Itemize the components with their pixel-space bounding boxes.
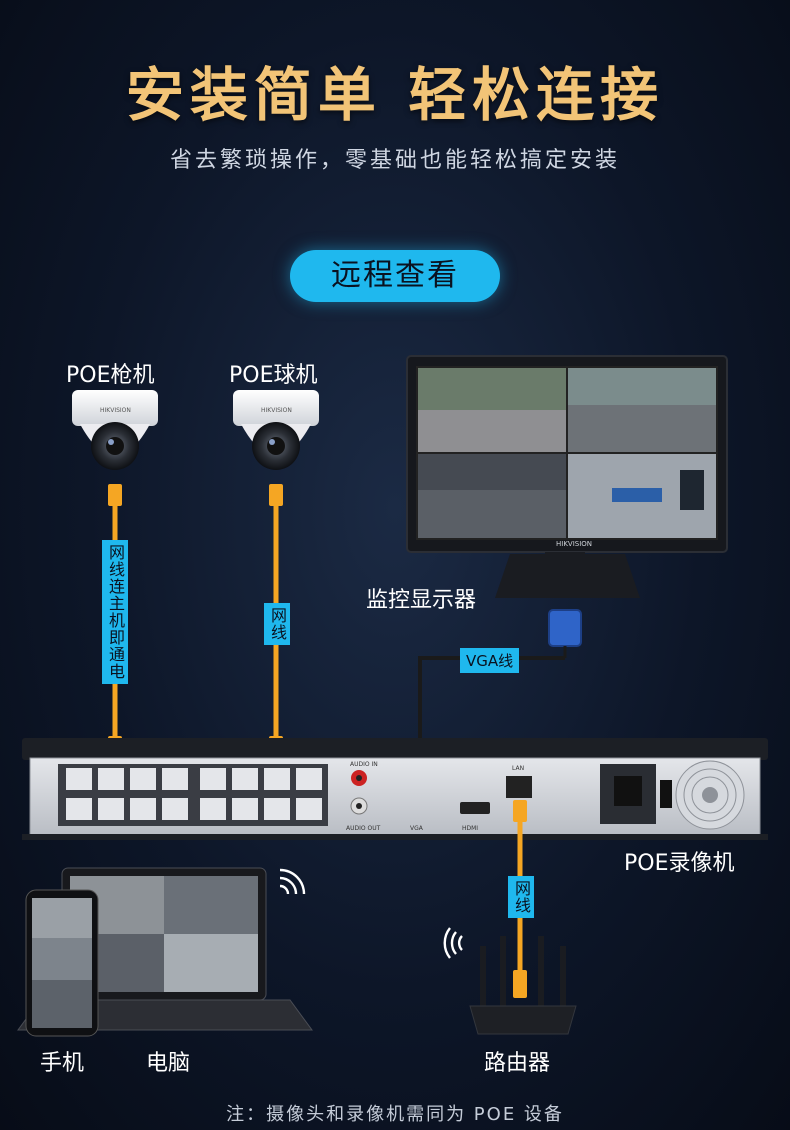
monitor-brand: HIKVISION: [556, 540, 592, 548]
router-label: 路由器: [484, 1051, 551, 1076]
hdmi-port-label: HDMI: [462, 825, 478, 832]
phone: [25, 889, 99, 1037]
svg-text:HIKVISION: HIKVISION: [261, 407, 292, 414]
bullet-cable-label: 网线连主机即通电: [102, 540, 128, 684]
audio-in-label: AUDIO IN: [350, 761, 378, 768]
camera-cables: [108, 484, 283, 758]
page-subtitle: 省去繁琐操作，零基础也能轻松搞定安装: [169, 148, 620, 173]
poe-bullet-camera: HIKVISION: [72, 390, 158, 470]
wifi-icon: [279, 868, 306, 895]
vga-port-label: VGA: [410, 825, 424, 832]
footnote: 注：摄像头和录像机需同为 POE 设备: [226, 1104, 564, 1125]
computer-label: 电脑: [146, 1051, 191, 1076]
monitor-label: 监控显示器: [366, 588, 477, 613]
page-title: 安装简单 轻松连接: [125, 61, 665, 129]
monitor: [406, 355, 728, 598]
poe-bullet-label: POE枪机: [66, 363, 155, 388]
remote-view-badge: 远程查看: [290, 250, 500, 302]
nvr-label: POE录像机: [624, 851, 735, 876]
poe-dome-camera: HIKVISION: [233, 390, 319, 470]
svg-text:HIKVISION: HIKVISION: [100, 407, 131, 414]
dome-cable-label: 网线: [264, 603, 290, 645]
phone-label: 手机: [40, 1051, 85, 1076]
vga-cable-label: VGA线: [460, 648, 520, 673]
poe-nvr: [22, 738, 768, 840]
audio-out-label: AUDIO OUT: [346, 825, 381, 832]
lan-port-label: LAN: [512, 765, 524, 772]
router-cable: [513, 800, 527, 998]
router-cable-label: 网线: [508, 876, 534, 918]
router: [469, 936, 577, 1035]
poe-dome-label: POE球机: [229, 363, 318, 388]
wifi-icon: [443, 927, 463, 959]
